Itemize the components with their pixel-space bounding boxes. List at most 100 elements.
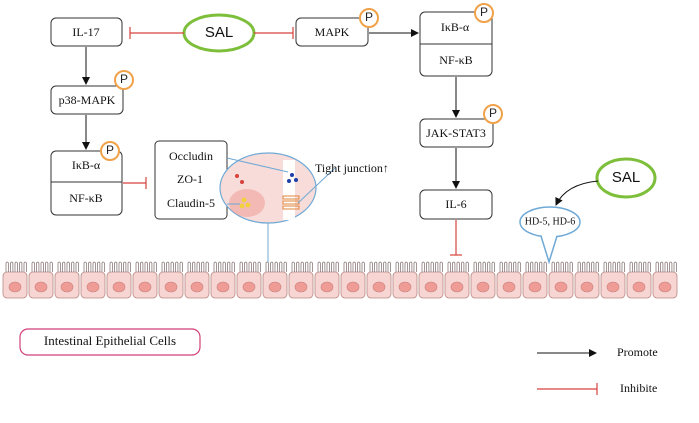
cell-nucleus — [60, 281, 74, 293]
sal-top-node: SAL — [182, 13, 256, 53]
microvillus — [647, 261, 651, 272]
microvillus — [335, 261, 339, 272]
microvillus — [465, 261, 469, 272]
sal-top-label: SAL — [205, 24, 233, 41]
occludin-label: Occludin — [169, 149, 213, 163]
microvillus — [569, 261, 573, 272]
microvillus — [23, 261, 27, 272]
microvillus — [166, 261, 170, 272]
microvillus — [664, 261, 668, 272]
ikb-nfkb-left-node: IκB-α NF-κB — [50, 150, 123, 216]
epithelial-layer — [2, 261, 678, 299]
microvillus — [123, 261, 127, 272]
microvillus — [135, 261, 139, 272]
microvillus — [218, 261, 222, 272]
cell-nucleus — [606, 281, 620, 293]
microvillus — [577, 261, 581, 272]
microvillus — [369, 261, 373, 272]
microvillus — [140, 261, 144, 272]
microvillus — [591, 261, 595, 272]
microvillus — [395, 261, 399, 272]
microvillus — [612, 261, 616, 272]
cell-nucleus — [164, 281, 178, 293]
microvillus — [491, 261, 495, 272]
microvillus — [265, 261, 269, 272]
microvillus — [617, 261, 621, 272]
microvillus — [487, 261, 491, 272]
mapk-phospho-badge: P — [359, 8, 379, 28]
microvillus — [127, 261, 131, 272]
microvillus — [634, 261, 638, 272]
microvillus — [478, 261, 482, 272]
microvillus — [452, 261, 456, 272]
microvillus — [421, 261, 425, 272]
microvillus — [326, 261, 330, 272]
microvillus — [586, 261, 590, 272]
microvillus — [296, 261, 300, 272]
microvillus — [71, 261, 75, 272]
microvillus — [161, 261, 165, 272]
cell-nucleus — [424, 281, 438, 293]
microvillus — [543, 261, 547, 272]
microvillus — [530, 261, 534, 272]
cell-nucleus — [398, 281, 412, 293]
cell-nucleus — [268, 281, 282, 293]
microvillus — [97, 261, 101, 272]
ikb-right-phospho-badge: P — [474, 3, 494, 23]
microvillus — [374, 261, 378, 272]
claudin5-label: Claudin-5 — [167, 196, 215, 210]
microvillus — [244, 261, 248, 272]
microvillus — [109, 261, 113, 272]
microvillus — [10, 261, 14, 272]
microvillus — [426, 261, 430, 272]
cell-nucleus — [86, 281, 100, 293]
microvillus — [447, 261, 451, 272]
microvillus — [227, 261, 231, 272]
microvillus — [504, 261, 508, 272]
microvillus — [361, 261, 365, 272]
microvillus — [309, 261, 313, 272]
microvillus — [348, 261, 352, 272]
legend-promote-label: Promote — [617, 345, 658, 359]
microvillus — [409, 261, 413, 272]
jakstat3-phospho-badge: P — [483, 104, 503, 124]
microvillus — [279, 261, 283, 272]
microvillus — [322, 261, 326, 272]
microvillus — [473, 261, 477, 272]
cell-nucleus — [294, 281, 308, 293]
p38-phospho-text: P — [120, 72, 128, 86]
microvillus — [101, 261, 105, 272]
microvillus — [404, 261, 408, 272]
microvillus — [383, 261, 387, 272]
cell-nucleus — [8, 281, 22, 293]
microvillus — [387, 261, 391, 272]
microvillus — [400, 261, 404, 272]
microvillus — [253, 261, 257, 272]
cell-nucleus — [242, 281, 256, 293]
microvillus — [88, 261, 92, 272]
microvillus — [430, 261, 434, 272]
microvillus — [499, 261, 503, 272]
microvillus — [556, 261, 560, 272]
jakstat3-phospho-text: P — [489, 106, 497, 120]
ikb-left-phospho-badge: P — [100, 141, 120, 161]
cell-nucleus — [320, 281, 334, 293]
microvillus — [352, 261, 356, 272]
microvillus — [534, 261, 538, 272]
microvillus — [660, 261, 664, 272]
microvillus — [517, 261, 521, 272]
cell-nucleus — [658, 281, 672, 293]
microvillus — [92, 261, 96, 272]
microvillus — [144, 261, 148, 272]
microvillus — [45, 261, 49, 272]
microvillus — [205, 261, 209, 272]
microvillus — [343, 261, 347, 272]
microvillus — [525, 261, 529, 272]
cell-nucleus — [216, 281, 230, 293]
cell-nucleus — [112, 281, 126, 293]
cell-nucleus — [502, 281, 516, 293]
microvillus — [565, 261, 569, 272]
ikb-left-phospho-text: P — [106, 143, 114, 157]
ikb-right-phospho-text: P — [480, 5, 488, 19]
legend-inhibit-label: Inhibite — [620, 381, 657, 395]
